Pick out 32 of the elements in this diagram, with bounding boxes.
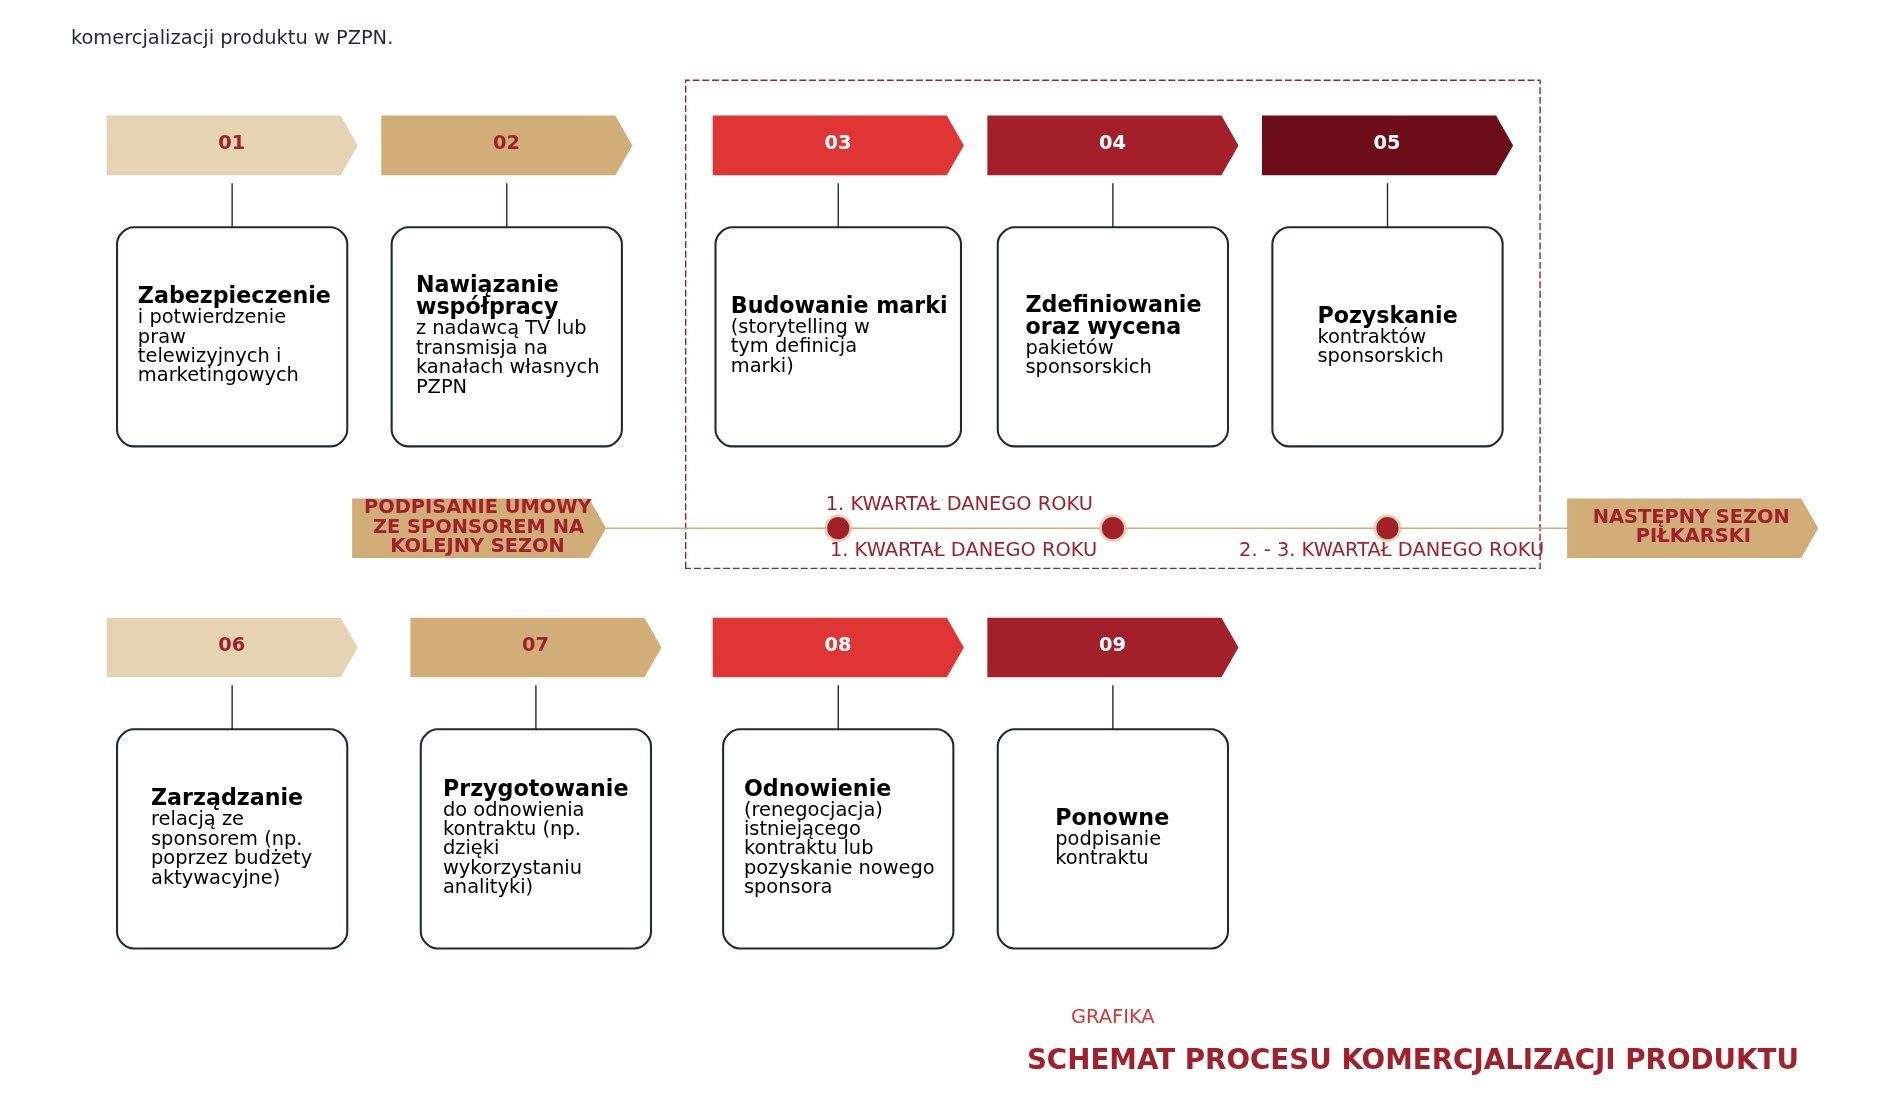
label: GRAFIKA [1071, 1004, 1155, 1028]
connector [1399, 527, 1569, 529]
node-label: 2. - 3. KWARTAŁ DANEGO ROKU [1239, 538, 1545, 562]
node-box: Budowanie marki (storytelling w tym definicja marki) [714, 226, 963, 448]
connector [1112, 182, 1114, 228]
connector [1386, 182, 1389, 228]
connector [837, 684, 839, 730]
connector [506, 182, 508, 228]
connector [535, 684, 537, 730]
label: komercjalizacji produktu w PZPN. [70, 25, 394, 49]
connector [604, 527, 827, 529]
connector [231, 684, 233, 730]
node-box: Zabezpieczenie i potwierdzenie praw telewizyjnych i marketingowych [116, 226, 349, 448]
node-circle [824, 514, 853, 543]
node-box: Nawiązanie współpracy z nadawcą TV lub transmisja na kanałach własnych PZPN [390, 226, 623, 448]
node-box: Przygotowanie do odnowienia kontraktu (np. dzięki wykorzystaniu analityki) [419, 728, 653, 950]
node-circle [1099, 514, 1127, 543]
node-box: Pozyskanie kontraktów sponsorskich [1271, 226, 1504, 448]
cluster [685, 79, 1541, 570]
node-label: 1. KWARTAŁ DANEGO ROKU [829, 538, 1098, 562]
connector [1112, 684, 1114, 730]
connector [850, 527, 1101, 529]
connector [1125, 527, 1376, 529]
caption: SCHEMAT PROCESU KOMERCJALIZACJI PRODUKTU [1026, 1043, 1799, 1077]
node-box: Zarządzanie relacją ze sponsorem (np. poprzez budżety aktywacyjne) [116, 728, 349, 950]
node-box: Zdefiniowanie oraz wycena pakietów sponsorskich [996, 226, 1230, 448]
node-box: Odnowienie (renegocjacja) istniejącego kontraktu lub pozyskanie nowego sponsora [722, 728, 955, 950]
connector [837, 182, 839, 228]
node-box: Ponowne podpisanie kontraktu [996, 728, 1230, 950]
connector [231, 182, 233, 228]
node-label: 1. KWARTAŁ DANEGO ROKU [825, 492, 1093, 516]
node-circle [1373, 514, 1402, 543]
